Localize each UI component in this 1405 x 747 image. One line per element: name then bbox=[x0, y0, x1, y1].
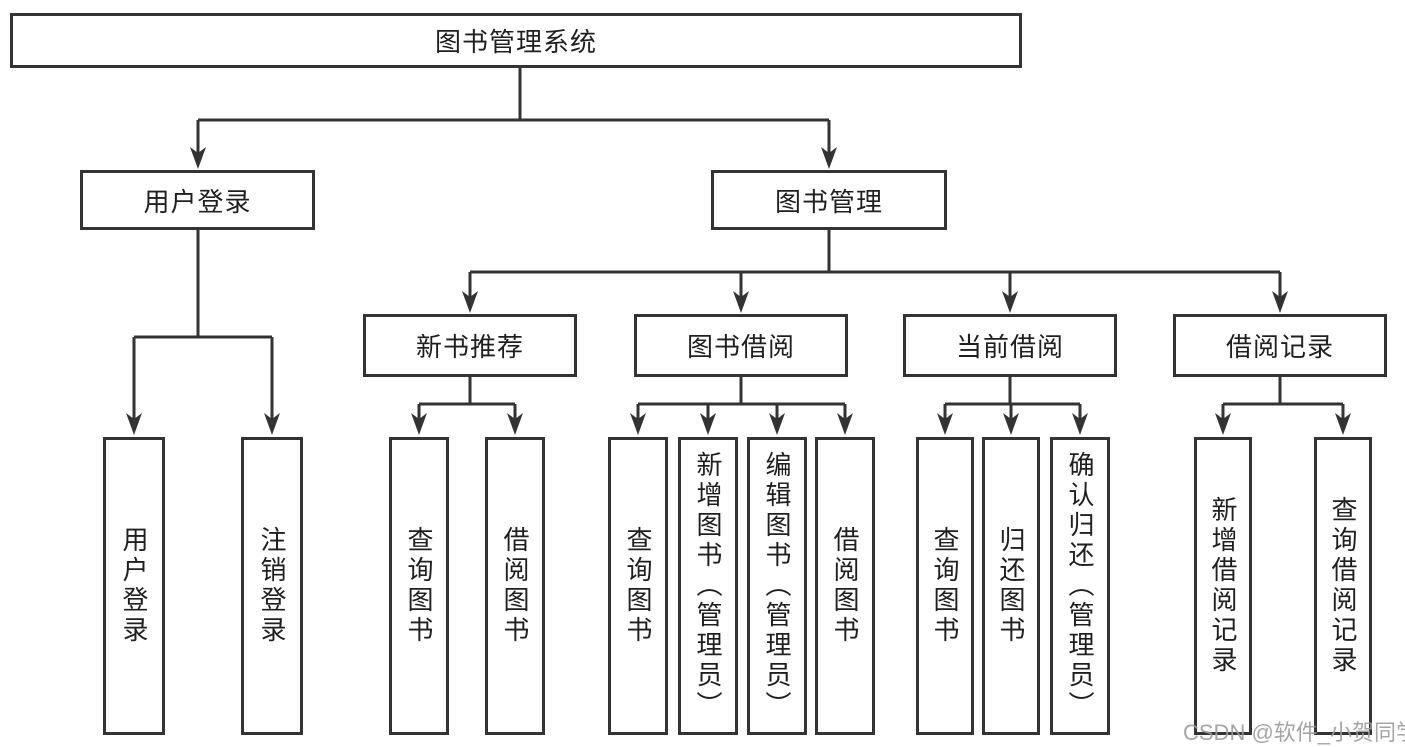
arrow-icon bbox=[1335, 413, 1351, 435]
leaf-record-query-label: 查询借阅记录 bbox=[1328, 496, 1358, 676]
leaf-record-query: 查询借阅记录 bbox=[1314, 437, 1372, 735]
arrowheads bbox=[126, 147, 1351, 435]
arrow-icon bbox=[1072, 413, 1088, 435]
arrow-icon bbox=[507, 413, 523, 435]
leaf-borrow-add-admin: 新增图书（管理员） bbox=[678, 437, 738, 735]
leaf-current-query: 查询图书 bbox=[916, 437, 974, 735]
arrow-icon bbox=[700, 413, 716, 435]
arrow-icon bbox=[190, 147, 206, 169]
leaf-newbook-query-label: 查询图书 bbox=[404, 526, 434, 646]
node-borrow-records: 借阅记录 bbox=[1173, 314, 1387, 377]
leaf-logout: 注销登录 bbox=[241, 437, 303, 735]
leaf-record-add-label: 新增借阅记录 bbox=[1208, 496, 1238, 676]
leaf-current-return: 归还图书 bbox=[982, 437, 1040, 735]
leaf-current-query-label: 查询图书 bbox=[930, 526, 960, 646]
leaf-current-return-label: 归还图书 bbox=[996, 526, 1026, 646]
node-user-login: 用户登录 bbox=[80, 170, 315, 230]
node-current-borrow: 当前借阅 bbox=[903, 314, 1117, 377]
leaf-record-add: 新增借阅记录 bbox=[1194, 437, 1252, 735]
arrow-icon bbox=[1002, 291, 1018, 313]
leaf-borrow-borrow-label: 借阅图书 bbox=[830, 526, 860, 646]
leaf-newbook-query: 查询图书 bbox=[389, 437, 449, 735]
leaf-borrow-borrow: 借阅图书 bbox=[815, 437, 875, 735]
leaf-borrow-add-admin-label: 新增图书（管理员） bbox=[693, 451, 723, 721]
arrow-icon bbox=[411, 413, 427, 435]
arrow-icon bbox=[821, 147, 837, 169]
leaf-borrow-edit-admin-label: 编辑图书（管理员） bbox=[762, 451, 792, 721]
arrow-icon bbox=[1215, 413, 1231, 435]
arrow-icon bbox=[733, 291, 749, 313]
arrow-icon bbox=[1003, 413, 1019, 435]
arrow-icon bbox=[1272, 291, 1288, 313]
node-new-book-recommend: 新书推荐 bbox=[363, 314, 577, 377]
arrow-icon bbox=[630, 413, 646, 435]
leaf-logout-label: 注销登录 bbox=[257, 526, 287, 646]
leaf-newbook-borrow: 借阅图书 bbox=[485, 437, 545, 735]
arrow-icon bbox=[264, 413, 280, 435]
leaf-borrow-query-label: 查询图书 bbox=[623, 526, 653, 646]
leaf-user-login: 用户登录 bbox=[103, 437, 165, 735]
leaf-borrow-edit-admin: 编辑图书（管理员） bbox=[747, 437, 807, 735]
arrow-icon bbox=[462, 291, 478, 313]
watermark: CSDN @软件_小贺同学 bbox=[1183, 720, 1405, 745]
node-book-management: 图书管理 bbox=[711, 170, 947, 230]
arrow-icon bbox=[126, 413, 142, 435]
arrow-icon bbox=[937, 413, 953, 435]
node-book-borrow: 图书借阅 bbox=[634, 314, 848, 377]
arrow-icon bbox=[837, 413, 853, 435]
leaf-borrow-query: 查询图书 bbox=[608, 437, 668, 735]
tree-edges bbox=[132, 68, 1345, 421]
leaf-user-login-label: 用户登录 bbox=[119, 526, 149, 646]
leaf-newbook-borrow-label: 借阅图书 bbox=[500, 526, 530, 646]
node-root: 图书管理系统 bbox=[10, 13, 1022, 68]
leaf-current-confirm-return-admin: 确认归还（管理员） bbox=[1050, 437, 1110, 735]
leaf-current-confirm-return-admin-label: 确认归还（管理员） bbox=[1065, 451, 1095, 721]
arrow-icon bbox=[769, 413, 785, 435]
